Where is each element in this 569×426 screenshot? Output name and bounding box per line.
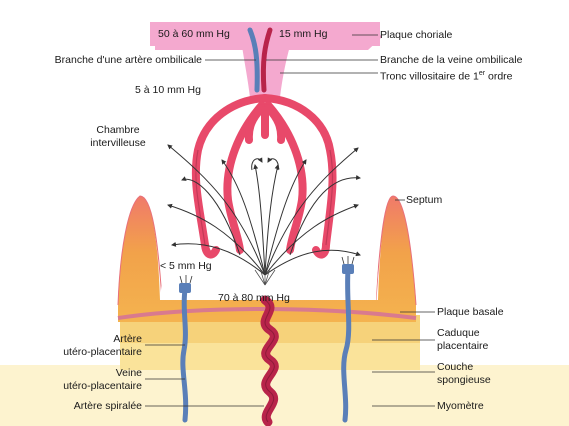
pressure-top-right: 15 mm Hg: [279, 28, 327, 41]
label-veine-utero-placentaire: Veineutéro-placentaire: [2, 367, 142, 393]
label-myometre: Myomètre: [437, 400, 484, 413]
label-plaque-choriale: Plaque choriale: [380, 29, 452, 42]
label-branche-veine: Branche de la veine ombilicale: [380, 54, 522, 67]
label-artere-spiralee: Artère spiralée: [2, 400, 142, 413]
pressure-low: < 5 mm Hg: [160, 260, 212, 273]
pressure-jet: 70 à 80 mm Hg: [218, 292, 290, 305]
label-septum: Septum: [406, 194, 442, 207]
pressure-top-left: 50 à 60 mm Hg: [158, 28, 230, 41]
label-tronc-villositaire: Tronc villositaire de 1er ordre: [380, 67, 513, 84]
utero-placental-artery: [183, 290, 186, 420]
label-artere-utero-placentaire: Artèreutéro-placentaire: [2, 333, 142, 359]
label-caduque-placentaire: Caduqueplacentaire: [437, 327, 488, 353]
label-couche-spongieuse: Couchespongieuse: [437, 361, 491, 387]
label-plaque-basale: Plaque basale: [437, 306, 504, 319]
label-branche-artere: Branche d'une artère ombilicale: [2, 54, 202, 67]
pressure-trunk: 5 à 10 mm Hg: [135, 84, 201, 97]
label-chambre-intervilleuse: Chambreintervilleuse: [78, 124, 158, 150]
